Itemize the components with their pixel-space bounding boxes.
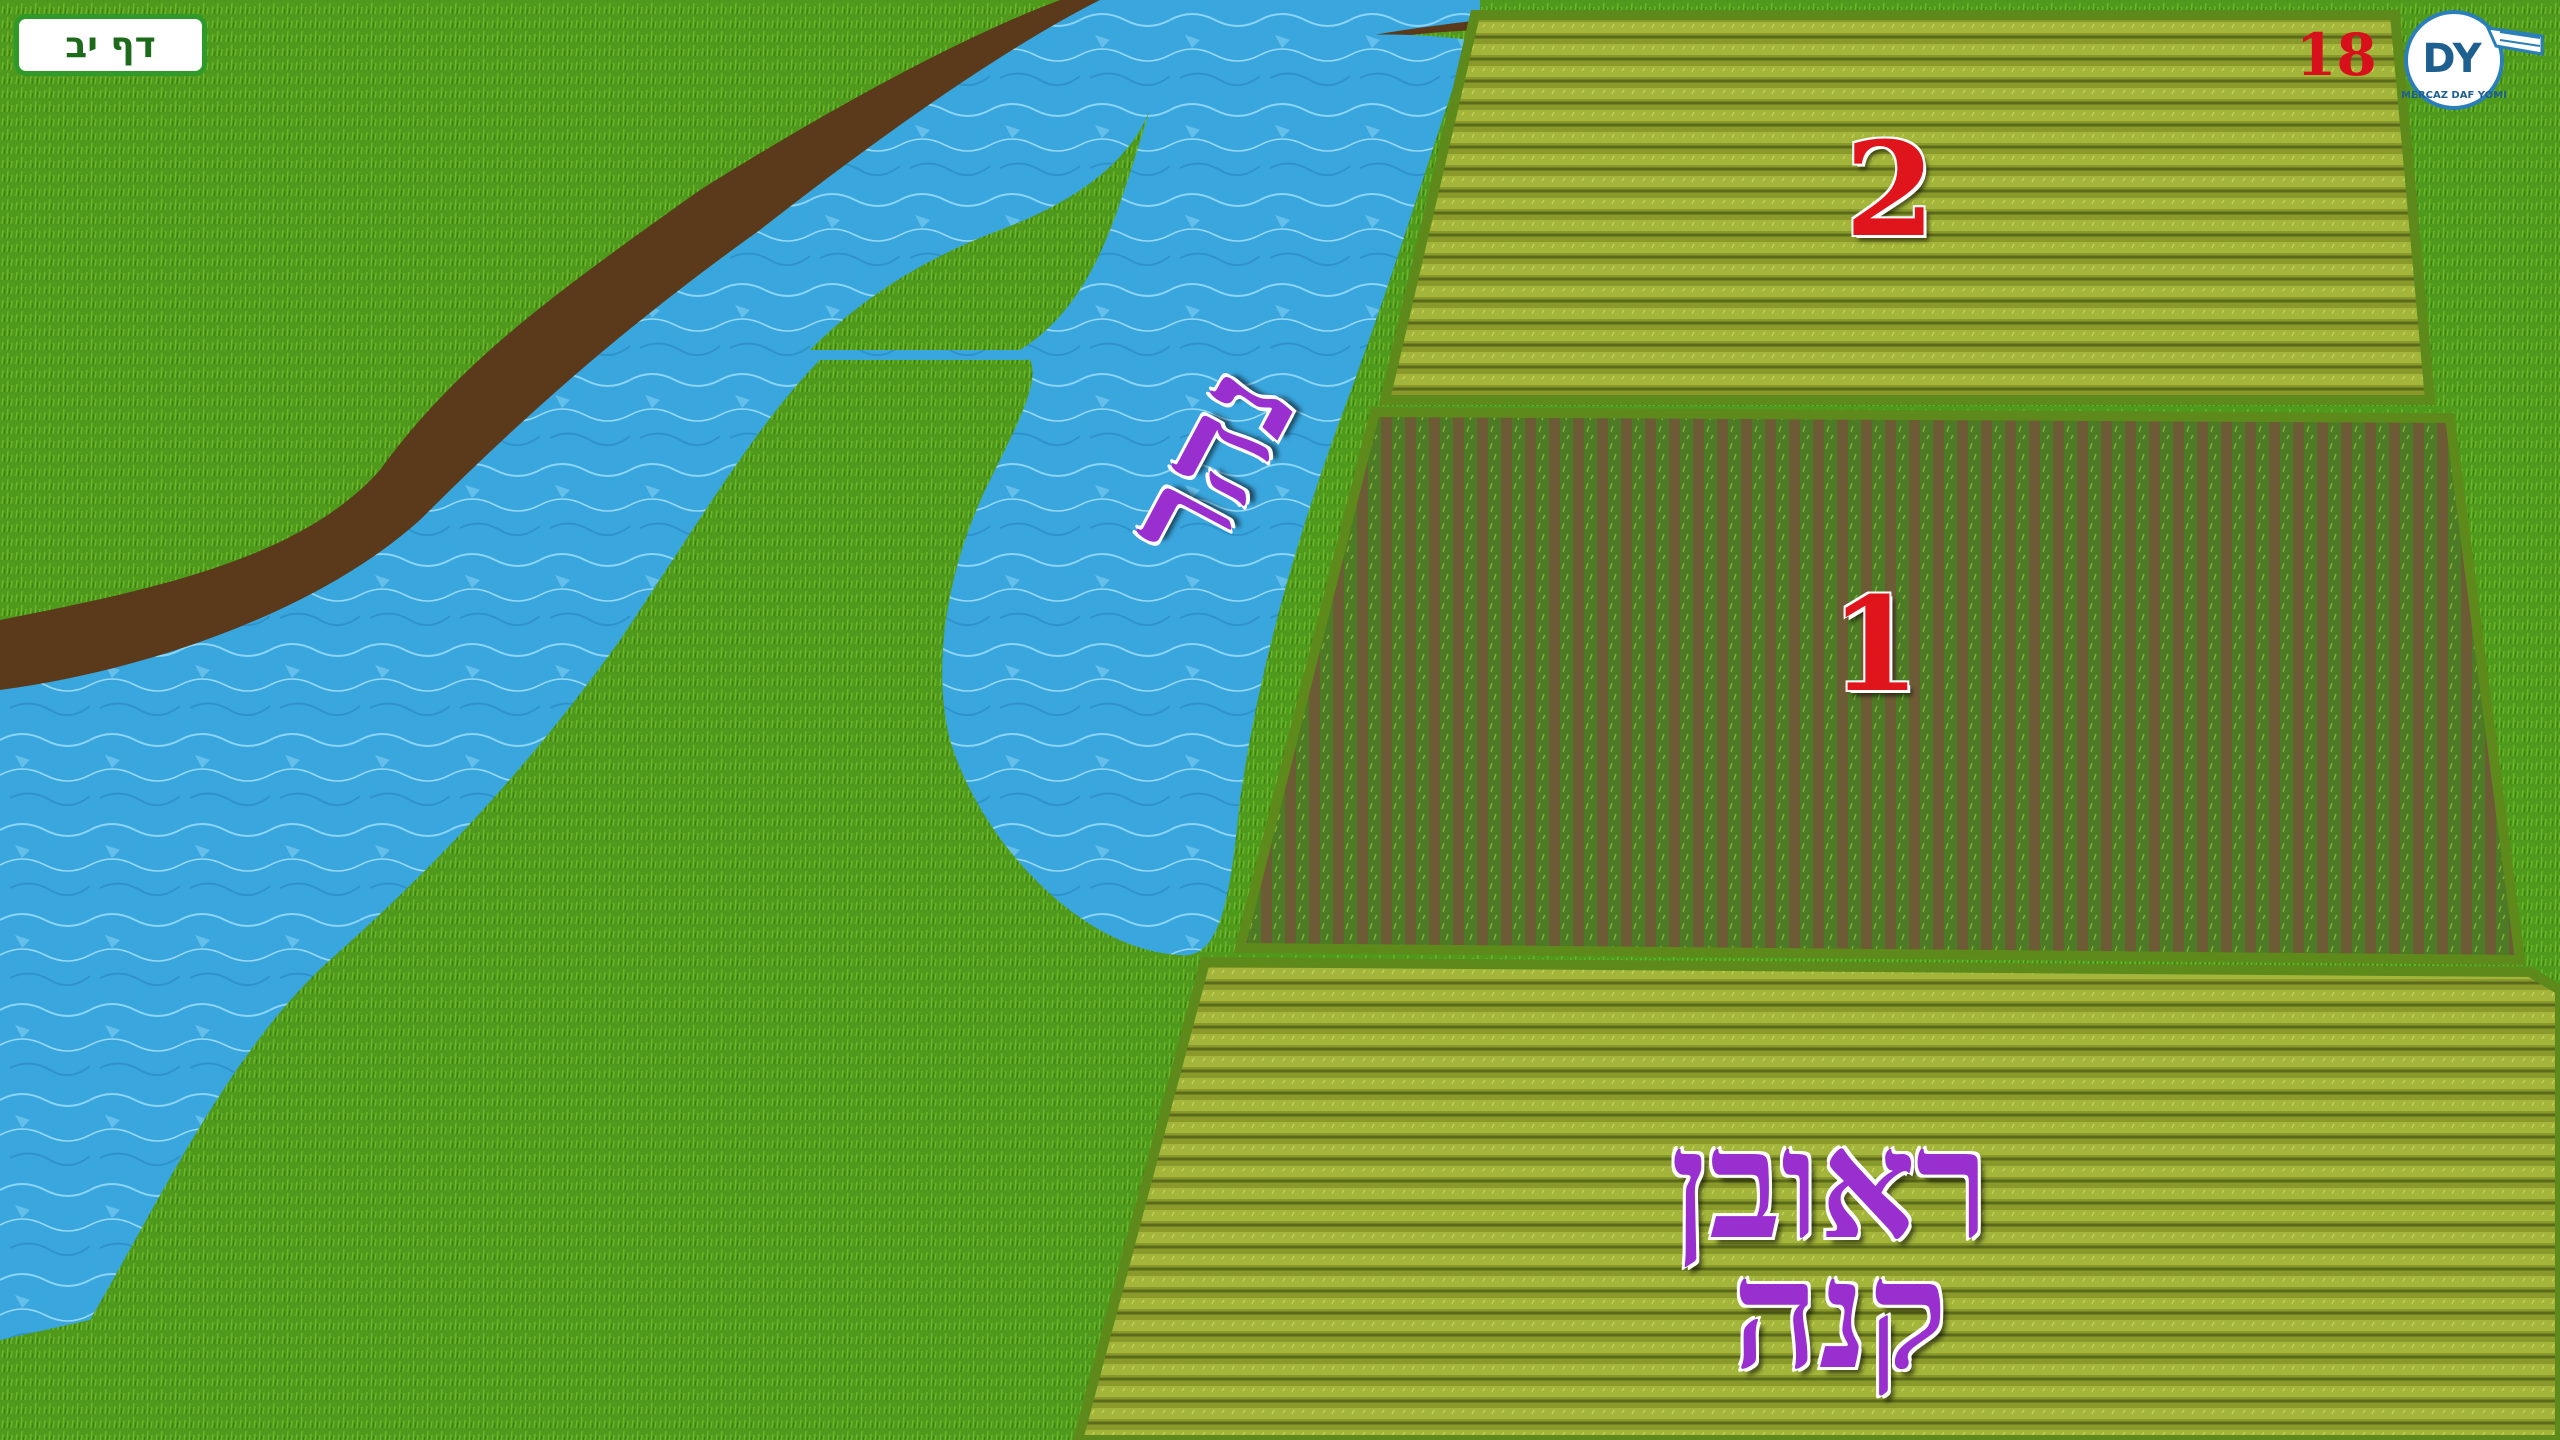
mercaz-daf-yomi-logo: DY MERCAZ DAF YOMI	[2392, 6, 2552, 118]
daf-badge: דף יב	[14, 14, 207, 76]
field-number-1: 1	[1805, 570, 1945, 720]
field-number-2: 2	[1820, 115, 1960, 265]
buyer-label-verb: קנה	[1660, 1240, 2020, 1390]
logo-letters: DY	[2422, 36, 2482, 82]
page-number: 18	[2296, 20, 2376, 90]
logo-caption: MERCAZ DAF YOMI	[2401, 90, 2507, 101]
